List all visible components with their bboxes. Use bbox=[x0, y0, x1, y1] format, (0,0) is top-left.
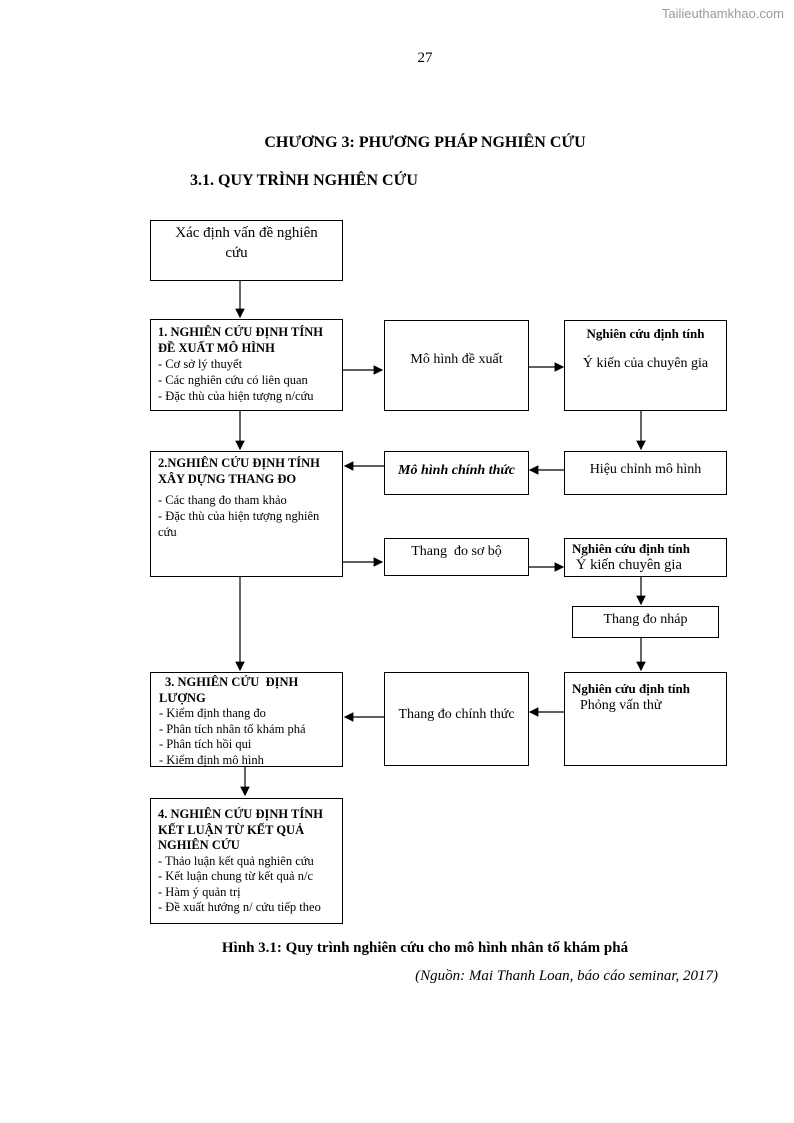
official-model-label: Mô hình chính thức bbox=[398, 463, 515, 478]
step2-item: - Các thang đo tham khảo bbox=[158, 493, 287, 507]
box-define-problem: Xác định vấn đề nghiên cứu bbox=[150, 220, 343, 281]
step4-title1: 4. NGHIÊN CỨU ĐỊNH TÍNH bbox=[158, 807, 323, 821]
step3-title1: 3. NGHIÊN CỨU ĐỊNH bbox=[165, 675, 299, 689]
qual-expert-text: Ý kiến của chuyên gia bbox=[582, 356, 709, 371]
step3-item: - Phân tích nhân tố khám phá bbox=[159, 721, 306, 736]
box-official-model: Mô hình chính thức bbox=[384, 451, 529, 495]
page-number: 27 bbox=[417, 50, 433, 66]
define-problem-line1: Xác định vấn đề nghiên bbox=[175, 225, 318, 241]
step2-item: - Đặc thù của hiện tượng nghiên bbox=[158, 509, 320, 523]
box-qual-expert2: Nghiên cứu định tính Ý kiến chuyên gia bbox=[564, 538, 727, 577]
box-draft-scale: Thang đo nháp bbox=[572, 606, 719, 638]
box-step4: 4. NGHIÊN CỨU ĐỊNH TÍNH KẾT LUẬN TỪ KẾT … bbox=[150, 798, 343, 924]
step3-item: - Phân tích hồi qui bbox=[159, 737, 252, 751]
watermark: Tailieuthamkhao.com bbox=[661, 6, 784, 21]
step2-item: cứu bbox=[158, 525, 177, 539]
chapter-title: CHƯƠNG 3: PHƯƠNG PHÁP NGHIÊN CỨU bbox=[264, 134, 586, 151]
section-title: 3.1. QUY TRÌNH NGHIÊN CỨU bbox=[190, 172, 418, 189]
qual-expert2-text: Ý kiến chuyên gia bbox=[576, 557, 682, 573]
qual-expert2-title: Nghiên cứu định tính bbox=[572, 541, 690, 556]
preliminary-scale-label: Thang đo sơ bộ bbox=[411, 544, 502, 559]
step1-item: - Các nghiên cứu có liên quan bbox=[158, 373, 308, 387]
box-preliminary-scale: Thang đo sơ bộ bbox=[384, 538, 529, 576]
step2-title2: XÂY DỰNG THANG ĐO bbox=[158, 472, 297, 486]
step4-item: - Đề xuất hướng n/ cứu tiếp theo bbox=[158, 900, 321, 914]
step1-title1: 1. NGHIÊN CỨU ĐỊNH TÍNH bbox=[158, 325, 323, 339]
proposed-model-label: Mô hình đề xuất bbox=[410, 352, 503, 367]
figure-source: (Nguồn: Mai Thanh Loan, báo cáo seminar,… bbox=[415, 968, 718, 984]
qual-pilot-text: Phỏng vấn thử bbox=[580, 698, 662, 713]
step3-title2: LƯỢNG bbox=[159, 690, 206, 705]
box-qual-pilot: Nghiên cứu định tính Phỏng vấn thử bbox=[564, 672, 727, 766]
box-official-scale: Thang đo chính thức bbox=[384, 672, 529, 766]
qual-expert-title: Nghiên cứu định tính bbox=[586, 326, 705, 341]
step3-item: - Kiểm định thang đo bbox=[159, 706, 266, 720]
qual-pilot-title: Nghiên cứu định tính bbox=[572, 681, 690, 696]
step1-item: - Cơ sở lý thuyết bbox=[158, 357, 243, 371]
step1-title2: ĐỀ XUẤT MÔ HÌNH bbox=[158, 341, 275, 355]
box-step2: 2.NGHIÊN CỨU ĐỊNH TÍNH XÂY DỰNG THANG ĐO… bbox=[150, 451, 343, 577]
box-model-revision: Hiệu chỉnh mô hình bbox=[564, 451, 727, 495]
figure-caption: Hình 3.1: Quy trình nghiên cứu cho mô hì… bbox=[221, 940, 629, 956]
step4-title2: KẾT LUẬN TỪ KẾT QUẢ bbox=[158, 822, 305, 837]
step4-title3: NGHIÊN CỨU bbox=[158, 838, 240, 852]
step2-title1: 2.NGHIÊN CỨU ĐỊNH TÍNH bbox=[158, 456, 320, 470]
step1-item: - Đặc thù của hiện tượng n/cứu bbox=[158, 389, 314, 403]
draft-scale-label: Thang đo nháp bbox=[603, 612, 688, 627]
box-step3: 3. NGHIÊN CỨU ĐỊNH LƯỢNG - Kiểm định tha… bbox=[150, 672, 343, 767]
official-scale-label: Thang đo chính thức bbox=[398, 707, 515, 722]
step4-item: - Kết luận chung từ kết quả n/c bbox=[158, 869, 313, 883]
box-step1: 1. NGHIÊN CỨU ĐỊNH TÍNH ĐỀ XUẤT MÔ HÌNH … bbox=[150, 319, 343, 411]
step4-item: - Thảo luận kết quả nghiên cứu bbox=[158, 853, 314, 868]
box-qual-expert: Nghiên cứu định tính Ý kiến của chuyên g… bbox=[564, 320, 727, 411]
model-revision-label: Hiệu chỉnh mô hình bbox=[589, 462, 702, 477]
step4-item: - Hàm ý quản trị bbox=[158, 884, 241, 899]
box-proposed-model: Mô hình đề xuất bbox=[384, 320, 529, 411]
define-problem-line2: cứu bbox=[225, 245, 248, 261]
step3-item: - Kiểm định mô hình bbox=[159, 752, 264, 767]
